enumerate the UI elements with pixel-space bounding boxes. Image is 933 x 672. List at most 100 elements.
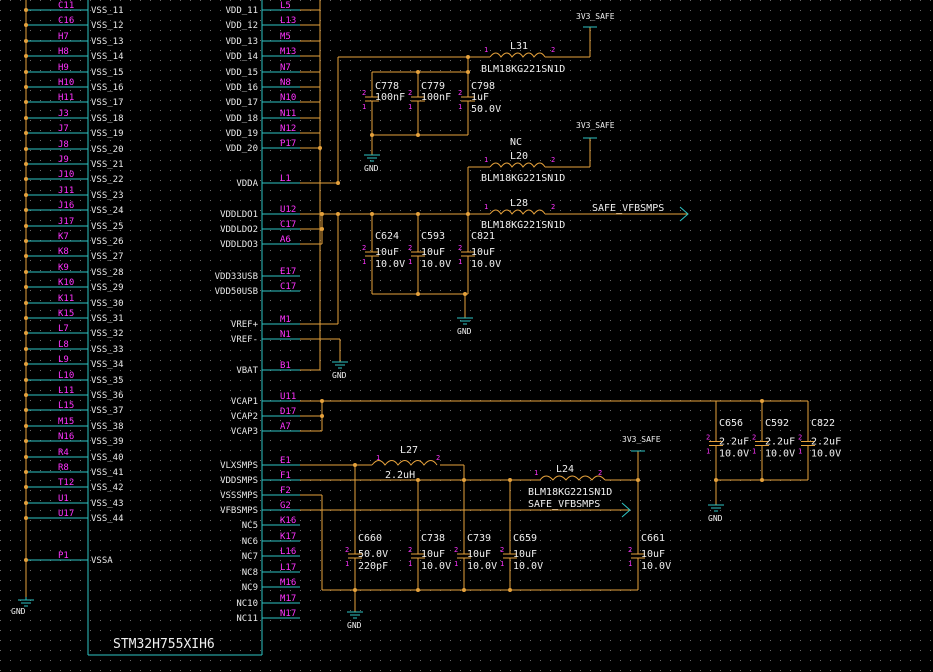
C592-rating: 10.0V <box>765 449 795 460</box>
svg-text:1: 1 <box>408 258 412 266</box>
power-port-3v3-3[interactable]: 3V3_SAFE <box>622 435 661 452</box>
left-pin-name: VSS_20 <box>91 145 124 155</box>
left-pin-number: L15 <box>58 401 74 411</box>
left-pin-number: T12 <box>58 478 74 488</box>
left-pin-name: VSS_34 <box>91 360 124 370</box>
power-port-3v3-1[interactable]: 3V3_SAFE <box>576 12 615 28</box>
net-port-vfbsmps-1[interactable]: SAFE_VFBSMPS <box>592 203 689 222</box>
C656-value: 2.2uF <box>719 437 749 448</box>
left-pin-number: J10 <box>58 170 74 180</box>
C592-ref: C592 <box>765 418 789 429</box>
svg-text:2: 2 <box>362 244 366 252</box>
right-pin-name: VDD_12 <box>225 21 258 31</box>
right-pin-number: G2 <box>280 501 291 511</box>
svg-text:2: 2 <box>551 203 555 211</box>
gnd-label: GND <box>347 621 362 630</box>
left-pin-number: R4 <box>58 448 69 458</box>
left-pin-name: VSS_11 <box>91 6 124 16</box>
svg-text:2: 2 <box>628 546 632 554</box>
C739-rating: 10.0V <box>467 561 497 572</box>
right-pin-name: VCAP2 <box>231 412 258 422</box>
right-pin-number: U11 <box>280 392 296 402</box>
right-pin-number: A6 <box>280 235 291 245</box>
C821-value: 10uF <box>471 247 495 258</box>
C821-rating: 10.0V <box>471 259 501 270</box>
C778-value: 100nF <box>375 92 405 103</box>
L20-ref: L20 <box>510 151 528 162</box>
ic-body[interactable] <box>87 0 263 656</box>
power-port-3v3-2[interactable]: 3V3_SAFE <box>576 121 615 139</box>
C798-rating: 50.0V <box>471 104 501 115</box>
C593-rating: 10.0V <box>421 259 451 270</box>
right-pin-name: VDD_15 <box>225 68 258 78</box>
left-pin-number: H9 <box>58 63 69 73</box>
left-pin-number: H7 <box>58 32 69 42</box>
left-pin-name: VSS_31 <box>91 314 124 324</box>
left-pin-number: J9 <box>58 155 69 165</box>
right-pin-name: VREF- <box>231 335 258 345</box>
net-port-vfbsmps-2[interactable]: SAFE_VFBSMPS <box>528 499 631 518</box>
left-pin-number: R8 <box>58 463 69 473</box>
left-pin-name: VSS_40 <box>91 453 124 463</box>
svg-text:2: 2 <box>598 469 602 477</box>
